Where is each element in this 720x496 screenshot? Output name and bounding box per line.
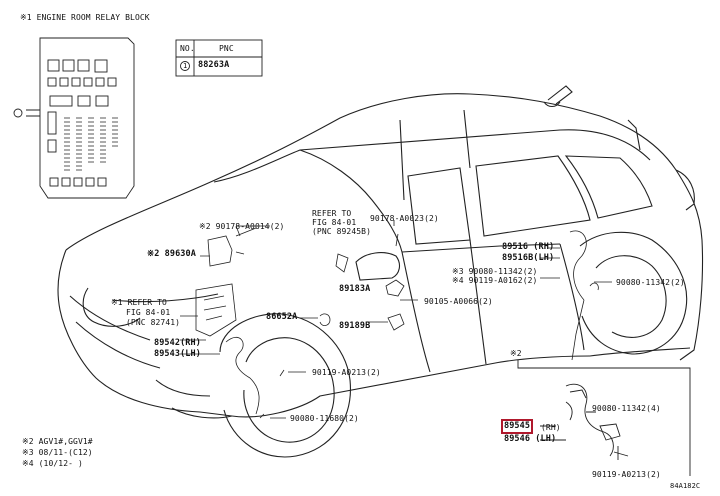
inset-bracket [517,360,691,476]
pnc-row-pnc[interactable]: 88263A [198,60,230,70]
refer-84-01-line2[interactable]: FIG 84-01 [312,218,357,227]
callout-86652a[interactable]: 86652A [266,312,298,322]
callout-89516[interactable]: 89516 (RH) [502,242,555,252]
callout-89189b[interactable]: 89189B [339,321,371,331]
callout-89542[interactable]: 89542(RH) [154,338,201,348]
callout-89545-highlighted[interactable]: 89545 [500,419,534,434]
callout-90178-a0023[interactable]: 90178-A0023(2) [370,214,439,223]
callout-89545-side: (RH) [541,423,561,432]
note-line-2: ※3 08/11-(C12) [22,448,93,457]
callout-90105-a0066[interactable]: 90105-A0066(2) [424,297,493,306]
callout-89183a[interactable]: 89183A [339,284,371,294]
figure-code: 84A182C [670,482,701,490]
callout-90080-11342-a[interactable]: ※3 90080-11342(2) [452,267,538,276]
callout-89546[interactable]: 89546 (LH) [504,434,557,444]
callout-89516b[interactable]: 89516B(LH) [502,253,555,263]
refer-82741-line2[interactable]: FIG 84-01 [126,308,171,317]
callout-90178-a0014[interactable]: ※2 90178-A0014(2) [199,222,285,231]
callout-90119-a0213-b[interactable]: 90119-A0213(2) [592,470,661,479]
inset-mark: ※2 [510,349,522,358]
callout-90080-11680[interactable]: 90080-11680(2) [290,414,359,423]
pnc-header-no: NO. [180,44,195,53]
pnc-header-pnc: PNC [219,44,234,53]
callout-90080-11342-b[interactable]: 90080-11342(2) [616,278,685,287]
refer-82741-line3[interactable]: (PNC 82741) [126,318,181,327]
callout-90080-11342-c[interactable]: 90080-11342(4) [592,404,661,413]
note-line-3: ※4 (10/12- ) [22,459,83,468]
relay-block-inset [13,37,135,199]
callout-89630a[interactable]: ※2 89630A [147,249,196,259]
note-line-1: ※2 AGV1#,GGV1# [22,437,93,446]
relay-block-title: ※1 ENGINE ROOM RELAY BLOCK [20,13,150,22]
callout-90119-a0162[interactable]: ※4 90119-A0162(2) [452,276,538,285]
callout-89543[interactable]: 89543(LH) [154,349,201,359]
car-body [57,85,704,458]
pnc-table-box [175,39,263,77]
refer-82741-line1[interactable]: ※1 REFER TO [111,298,167,307]
callout-90119-a0213-a[interactable]: 90119-A0213(2) [312,368,381,377]
component-leaders [180,220,612,419]
pnc-row-no: 1 [183,62,188,70]
refer-84-01-line3[interactable]: (PNC 89245B) [312,227,371,236]
refer-84-01-line1[interactable]: REFER TO [312,209,352,218]
